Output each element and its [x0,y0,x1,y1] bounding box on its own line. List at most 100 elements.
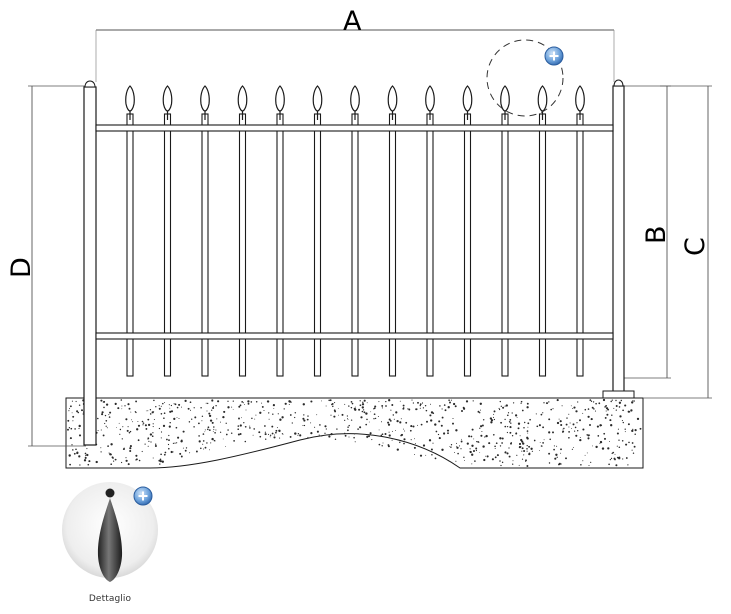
speckle [328,435,331,438]
speckle [189,409,192,411]
speckle [591,445,593,447]
speckle [392,414,395,416]
speckle [164,402,166,403]
spear-finial-icon[interactable] [60,478,160,586]
speckle [67,428,69,431]
speckle [147,418,150,421]
speckle [399,400,401,402]
speckle [419,403,422,406]
speckle [191,418,193,420]
speckle [621,420,623,422]
speckle [421,402,424,404]
speckle [470,435,473,438]
zoom-thumb-button[interactable] [133,486,153,506]
speckle [194,416,197,419]
speckle [170,404,173,407]
speckle [144,443,146,445]
speckle [520,402,522,404]
speckle [381,445,383,447]
speckle [548,431,551,434]
speckle [495,442,498,445]
speckle [381,404,384,407]
speckle [159,459,162,463]
speckle [449,446,450,447]
speckle [104,422,106,425]
speckle [448,460,449,462]
speckle [455,442,458,444]
speckle [412,425,415,428]
speckle [208,412,211,415]
speckle [149,409,152,411]
speckle [410,439,412,441]
speckle [525,459,527,462]
picket [162,85,173,377]
detail-thumbnail[interactable]: Dettaglio [60,478,160,604]
speckle [605,410,607,412]
speckle [516,416,518,418]
speckle [147,423,151,427]
speckle [396,448,399,451]
top-rail [95,124,614,132]
picket [237,85,248,377]
speckle [348,436,350,438]
speckle [145,410,147,412]
speckle [396,419,399,423]
speckle [330,432,333,436]
speckle [535,413,537,415]
speckle [511,412,513,414]
speckle [462,406,465,409]
speckle [249,425,251,427]
speckle [540,445,543,447]
speckle [506,431,508,434]
speckle [369,432,372,435]
speckle [374,417,377,420]
speckle [362,401,364,404]
speckle [479,427,481,429]
speckle [414,454,416,455]
speckle [500,464,502,467]
speckle [209,449,210,451]
speckle [225,446,227,447]
speckle [135,411,137,414]
speckle [482,419,485,421]
speckle [610,424,613,427]
speckle [484,455,486,457]
speckle [625,443,628,446]
speckle [527,432,529,434]
speckle [377,415,379,418]
speckle [75,448,77,451]
speckle [303,414,305,416]
speckle [68,427,71,429]
speckle [526,465,529,467]
speckle [268,412,270,414]
speckle [582,428,585,431]
speckle [119,428,122,431]
speckle [566,417,568,419]
zoom-detail-button[interactable] [544,46,564,66]
speckle [350,406,353,409]
speckle [207,426,210,429]
speckle [160,413,163,415]
speckle [594,410,597,412]
right-post [602,79,635,399]
speckle [571,448,574,450]
speckle [443,404,446,406]
speckle [575,410,578,413]
speckle [587,415,590,418]
speckle [527,426,529,428]
speckle [528,453,531,456]
speckle [158,427,161,430]
picket [200,85,210,377]
speckle [200,407,202,409]
speckle [391,404,394,406]
speckle [412,402,415,404]
speckle [108,452,110,454]
speckle [481,430,483,433]
speckle [556,421,560,425]
speckle [215,429,217,431]
speckle [202,443,204,445]
speckle [310,400,313,403]
speckle [169,421,171,424]
detail-highlight-circle [486,39,564,117]
speckle [265,438,267,440]
